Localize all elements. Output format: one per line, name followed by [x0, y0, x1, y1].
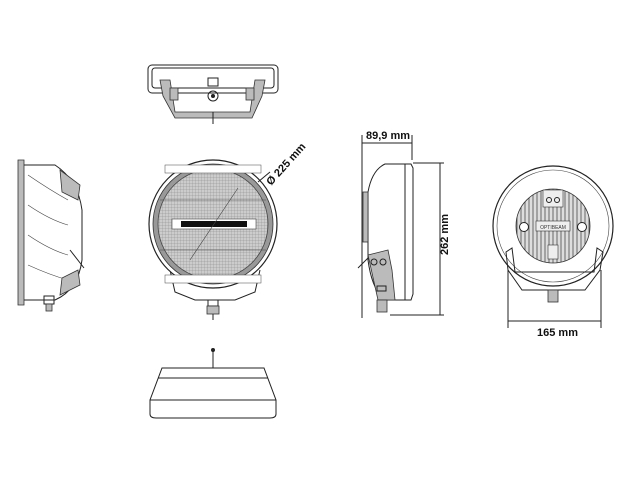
depth-dimension: 89,9 mm [366, 130, 410, 142]
front-view: Ø 225 mm [148, 141, 309, 320]
section-view [17, 159, 85, 312]
diameter-dimension: Ø 225 mm [264, 141, 308, 188]
width-dimension: 165 mm [537, 327, 578, 339]
height-dimension: 262 mm [439, 214, 451, 255]
rear-view: OPTIBEAM 165 mm [492, 165, 614, 339]
bottom-view [149, 348, 277, 419]
side-view: 89,9 mm 262 mm [357, 130, 451, 318]
top-view [147, 64, 279, 124]
rear-label-plate: OPTIBEAM [540, 225, 566, 231]
